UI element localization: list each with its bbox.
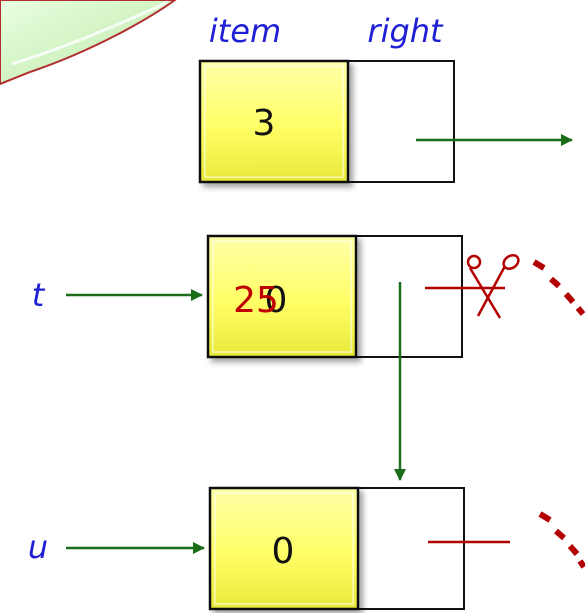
item-value-old: 0	[265, 280, 288, 321]
variable-u-label: u	[28, 528, 48, 566]
dashed-line-icon	[532, 259, 585, 316]
right-cell	[357, 487, 465, 610]
item-cell	[198, 59, 350, 184]
list-node-top: 3	[198, 59, 573, 184]
item-value: 0	[272, 531, 295, 572]
item-cell	[206, 234, 358, 359]
item-value-new: 25	[233, 280, 279, 321]
list-node-bottom: 0	[208, 486, 465, 611]
cut-link-bottom	[428, 511, 585, 569]
right-column-header: right	[367, 12, 444, 50]
list-node-middle: 0 25	[206, 234, 463, 359]
item-value: 3	[253, 103, 276, 144]
note-corner	[0, 0, 177, 86]
variable-t-label: t	[32, 276, 46, 314]
cut-link-middle	[425, 254, 585, 319]
item-column-header: item	[209, 12, 281, 50]
item-cell	[208, 486, 360, 611]
right-cell	[347, 60, 455, 183]
dashed-line-icon	[538, 511, 585, 569]
scissors-icon	[466, 254, 520, 319]
right-cell	[355, 235, 463, 358]
